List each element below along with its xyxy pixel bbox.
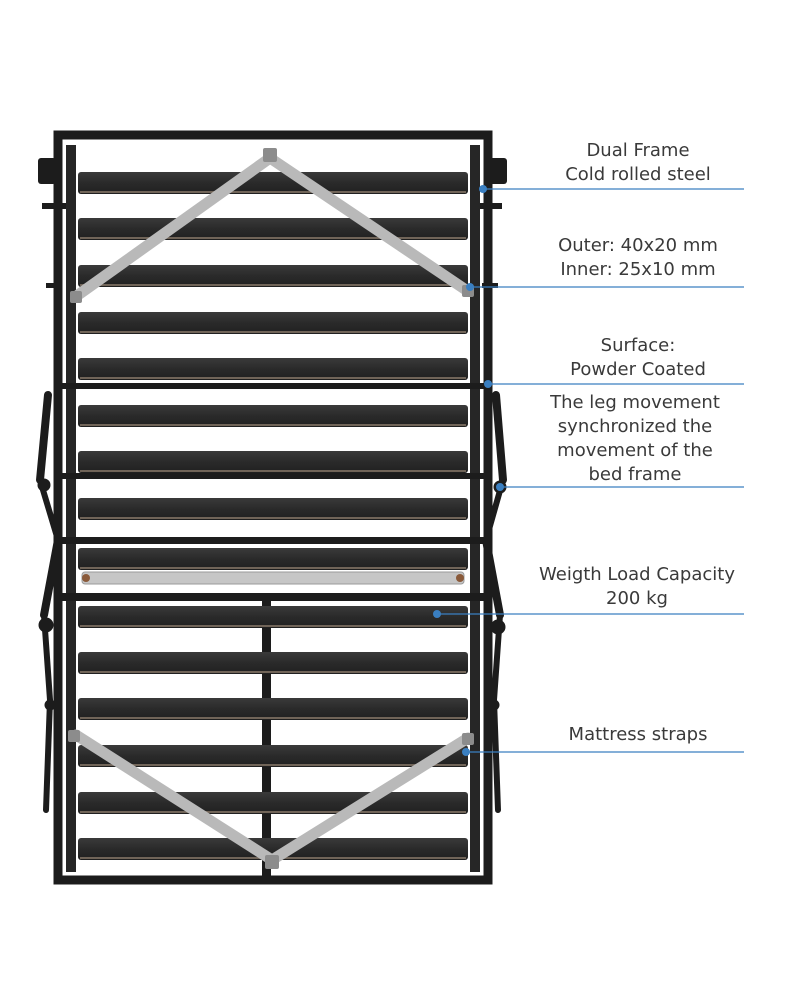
bed-slat (78, 745, 468, 767)
center-rail (262, 595, 271, 880)
label-line: Inner: 25x10 mm (560, 259, 716, 280)
bed-slat (78, 606, 468, 628)
label-surface: Surface: Powder Coated (508, 334, 768, 382)
slat-edge (80, 671, 466, 673)
label-line: Mattress straps (568, 724, 708, 745)
cross-bar-fold (62, 537, 484, 544)
bed-slat (78, 838, 468, 860)
label-line: synchronized the (557, 416, 713, 437)
slat-edge (80, 284, 466, 286)
bed-slat (78, 218, 468, 240)
callout-dot (479, 185, 487, 193)
label-dual-frame: Dual Frame Cold rolled steel (508, 139, 768, 187)
outer-frame (53, 130, 493, 885)
left-inner-rail (66, 145, 76, 872)
bed-slat (78, 405, 468, 427)
cross-bar-upper (62, 383, 484, 389)
callout-dot (462, 748, 470, 756)
slat-group (78, 172, 468, 860)
slat-edge (80, 424, 466, 426)
slat-edge (80, 517, 466, 519)
label-line: bed frame (588, 464, 682, 485)
right-inner-rail (470, 145, 480, 872)
bed-slat (78, 548, 468, 570)
label-line: Powder Coated (570, 359, 706, 380)
center-strap (81, 571, 465, 585)
callout-dot (433, 610, 441, 618)
label-line: Surface: (600, 335, 676, 356)
callout-dot (496, 483, 504, 491)
bed-slat (78, 792, 468, 814)
top-mattress-straps (72, 152, 472, 301)
callout-dot (484, 380, 492, 388)
bed-slat (78, 265, 468, 287)
cross-bar-middle (62, 473, 484, 479)
slat-edge (80, 717, 466, 719)
bed-slat (78, 451, 468, 473)
slat-edge (80, 237, 466, 239)
label-leg-movement: The leg movement synchronized the moveme… (505, 391, 765, 487)
label-tube-size: Outer: 40x20 mm Inner: 25x10 mm (508, 234, 768, 282)
callout-dot (466, 283, 474, 291)
cross-bar-lower (62, 593, 484, 601)
label-mattress-straps: Mattress straps (508, 723, 768, 747)
callout-group (433, 185, 744, 756)
slat-edge (80, 764, 466, 766)
label-load-capacity: Weigth Load Capacity 200 kg (507, 563, 767, 611)
bed-slat (78, 698, 468, 720)
bed-slat (78, 652, 468, 674)
bottom-mattress-straps (70, 729, 474, 866)
label-line: The leg movement (550, 392, 720, 413)
slat-edge (80, 191, 466, 193)
label-line: Cold rolled steel (565, 164, 711, 185)
label-line: Dual Frame (586, 140, 690, 161)
label-line: Outer: 40x20 mm (558, 235, 718, 256)
slat-edge (80, 811, 466, 813)
label-line: movement of the (557, 440, 713, 461)
bed-slat (78, 312, 468, 334)
slat-edge (80, 331, 466, 333)
slat-edge (80, 470, 466, 472)
bed-slat (78, 358, 468, 380)
slat-edge (80, 625, 466, 627)
bed-slat (78, 498, 468, 520)
bottom-strap-buckles (68, 730, 474, 869)
top-strap-buckles (70, 148, 474, 303)
slat-edge (80, 377, 466, 379)
bed-slat (78, 172, 468, 194)
label-line: Weigth Load Capacity (539, 564, 735, 585)
label-line: 200 kg (606, 588, 668, 609)
slat-edge (80, 567, 466, 569)
